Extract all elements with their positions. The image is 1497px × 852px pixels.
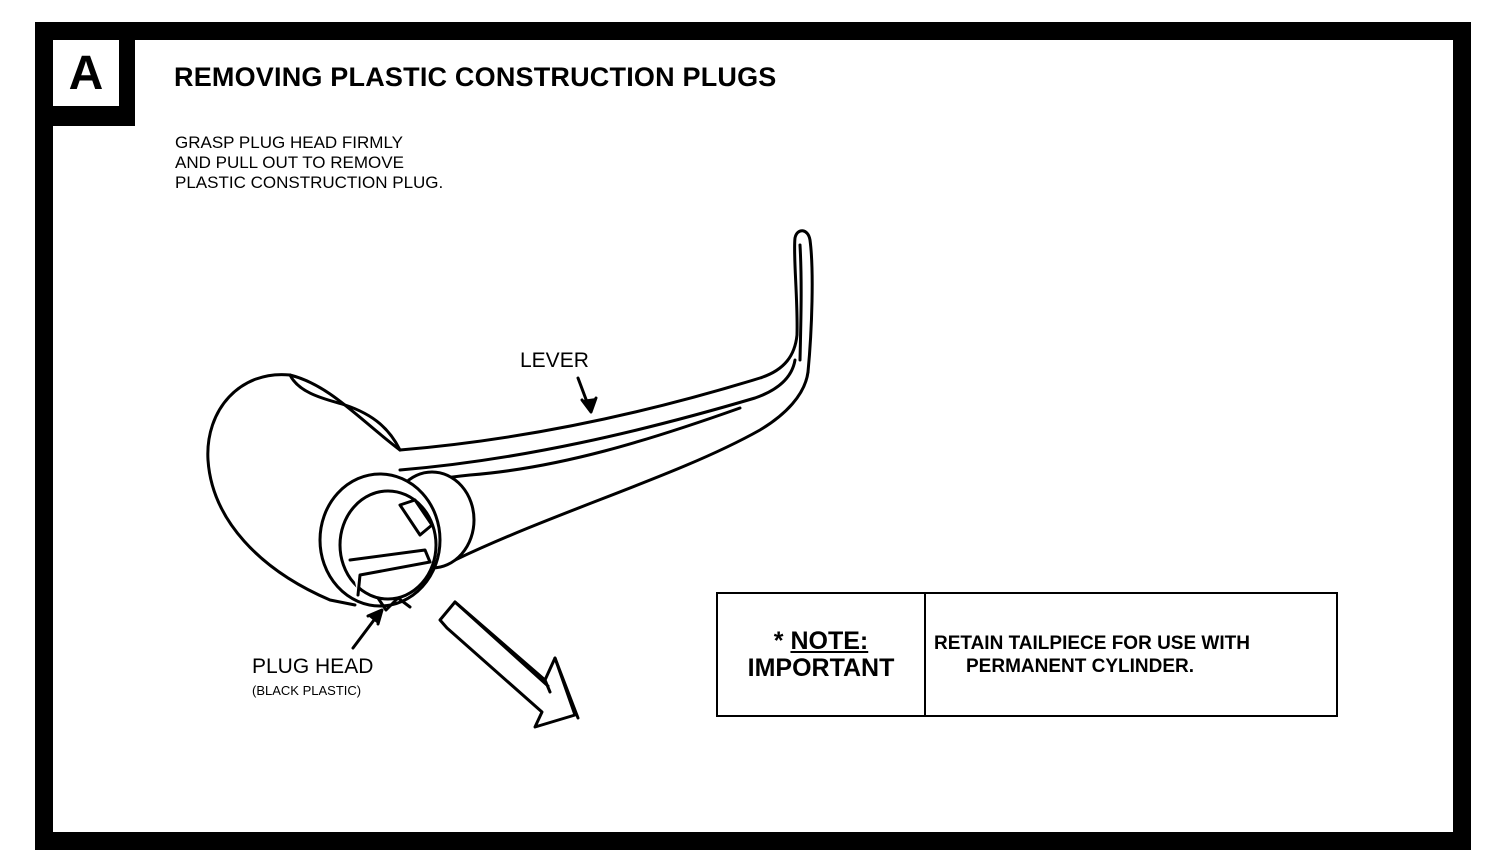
lever-tip-inner: [798, 243, 803, 362]
pull-arrow: [438, 600, 577, 729]
note-heading: * NOTE: IMPORTANT: [718, 594, 926, 715]
instruction-line: GRASP PLUG HEAD FIRMLY: [175, 133, 403, 152]
note-box: * NOTE: IMPORTANT RETAIN TAILPIECE FOR U…: [716, 592, 1338, 717]
lever-bottom-edge: [453, 370, 810, 562]
rose-edge: [288, 373, 402, 452]
note-body: RETAIN TAILPIECE FOR USE WITH PERMANENT …: [926, 594, 1336, 715]
note-asterisk: *: [773, 626, 791, 655]
plug-slot: [348, 548, 432, 597]
instructions: GRASP PLUG HEAD FIRMLY AND PULL OUT TO R…: [175, 133, 595, 193]
instruction-line: AND PULL OUT TO REMOVE: [175, 153, 404, 172]
note-title-row: * NOTE:: [773, 626, 869, 655]
step-letter: A: [53, 40, 119, 106]
lever-bevel: [398, 358, 797, 472]
section-title: REMOVING PLASTIC CONSTRUCTION PLUGS: [174, 62, 777, 92]
pull-arrow-side: [453, 600, 580, 720]
note-line: RETAIN TAILPIECE FOR USE WITH: [934, 632, 1250, 654]
note-title: NOTE:: [790, 626, 869, 655]
lever-top-edge: [398, 229, 814, 452]
instruction-line: PLASTIC CONSTRUCTION PLUG.: [175, 173, 444, 192]
plug-head-label: PLUG HEAD: [252, 655, 374, 678]
note-line: PERMANENT CYLINDER.: [966, 655, 1195, 677]
plug-head-arrowhead: [366, 608, 384, 626]
plug-head-tab: [376, 596, 412, 612]
note-subtitle: IMPORTANT: [747, 653, 895, 682]
plug-slot-upper: [398, 498, 434, 537]
lever-arrowhead: [580, 396, 598, 414]
plug-head-sublabel: (BLACK PLASTIC): [252, 683, 362, 698]
lever-label: LEVER: [520, 349, 589, 372]
